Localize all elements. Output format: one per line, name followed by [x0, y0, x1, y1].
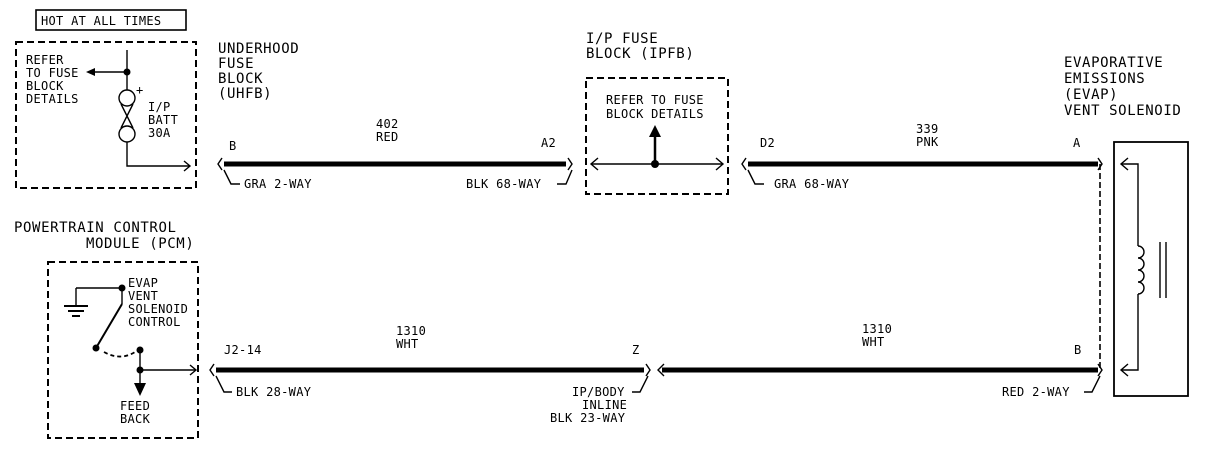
fuse-label-1: I/P — [148, 100, 171, 114]
pin-evap-bottom: B — [1074, 343, 1082, 357]
evap-title-4: VENT SOLENOID — [1064, 103, 1181, 119]
connector-pcm-terminal — [209, 363, 215, 377]
connector-ipfb-right-terminal — [741, 157, 747, 171]
ipfb-title-1: I/P FUSE — [586, 31, 658, 47]
ipfb-box — [585, 77, 729, 195]
ipfb-refer-line-1: REFER TO FUSE — [606, 93, 704, 107]
connector-ipfb-right-label: GRA 68-WAY — [774, 177, 850, 191]
wire-339-circuit: 339 — [916, 122, 939, 136]
hot-at-all-times-label: HOT AT ALL TIMES — [41, 14, 161, 28]
wire-1310-right-circuit: 1310 — [862, 322, 892, 336]
pin-evap-top: A — [1073, 136, 1081, 150]
evap-input-arrow-bottom — [1119, 363, 1129, 377]
uhfb-title-2: FUSE — [218, 56, 254, 72]
connector-uhfb-right-leader — [557, 169, 573, 185]
connector-uhfb-left-terminal — [217, 157, 223, 171]
fuse-refer-line-4: DETAILS — [26, 92, 79, 106]
pin-inline: Z — [632, 343, 640, 357]
connector-uhfb-left-leader — [223, 169, 240, 185]
hot-at-all-times-box — [35, 9, 187, 31]
fuse-refer-arrow — [86, 68, 95, 76]
uhfb-title-4: (UHFB) — [218, 86, 272, 102]
pcm-switch-link — [103, 349, 139, 358]
battery-fuse-box — [15, 41, 197, 189]
fuse-terminal-bottom — [118, 125, 136, 143]
wire-402-color: RED — [376, 130, 399, 144]
connector-inline-left-terminal — [645, 363, 651, 377]
ipfb-splice-dot — [651, 160, 659, 168]
connector-evap-bottom-terminal — [1097, 363, 1103, 377]
connector-inline-leader — [632, 375, 649, 393]
pcm-control-3: SOLENOID — [128, 302, 188, 316]
pcm-output-arrow — [189, 364, 198, 376]
connector-uhfb-right-terminal — [567, 157, 573, 171]
ipfb-refer-arrow — [649, 125, 661, 137]
pcm-feedback-arrow — [134, 383, 146, 396]
pin-ipfb-right: D2 — [760, 136, 775, 150]
wire-402-circuit: 402 — [376, 117, 399, 131]
pcm-box — [47, 261, 199, 439]
evap-solenoid-box — [1113, 141, 1189, 397]
wire-1310-left-color: WHT — [396, 337, 419, 351]
uhfb-title-1: UNDERHOOD — [218, 41, 299, 57]
ipfb-bus-right-arrow — [715, 157, 725, 171]
wire-1310-left-circuit: 1310 — [396, 324, 426, 338]
fuse-output-lead — [126, 142, 190, 167]
ground-icon — [64, 305, 88, 317]
pin-uhfb-left: B — [229, 139, 237, 153]
fuse-plus-sign: + — [136, 83, 144, 97]
connector-uhfb-left-label: GRA 2-WAY — [244, 177, 312, 191]
pcm-feedback-2: BACK — [120, 412, 151, 426]
fuse-refer-line-3: BLOCK — [26, 79, 64, 93]
fuse-refer-line-1: REFER — [26, 53, 64, 67]
ipfb-bus-left-arrow — [589, 157, 599, 171]
evap-lead-top — [1121, 163, 1139, 246]
uhfb-title-3: BLOCK — [218, 71, 263, 87]
fuse-refer-line-2: TO FUSE — [26, 66, 79, 80]
connector-ipfb-right-leader — [747, 169, 764, 185]
connector-inline-label-2: INLINE — [582, 398, 627, 412]
pin-pcm: J2-14 — [224, 343, 262, 357]
pcm-switch-pivot — [92, 344, 100, 352]
connector-evap-label: RED 2-WAY — [1002, 385, 1070, 399]
pcm-switch-arm — [95, 303, 123, 349]
connector-evap-leader — [1084, 375, 1101, 393]
fuse-terminal-top — [118, 89, 136, 107]
fuse-output-arrow — [183, 160, 192, 172]
pin-uhfb-right: A2 — [541, 136, 556, 150]
pcm-control-2: VENT — [128, 289, 158, 303]
pcm-title-2: MODULE (PCM) — [86, 236, 194, 252]
connector-inline-label-1: IP/BODY — [572, 385, 625, 399]
pcm-feedback-1: FEED — [120, 399, 150, 413]
connector-pcm-leader — [215, 375, 232, 393]
connector-inline-label-3: BLK 23-WAY — [550, 411, 626, 425]
fuse-label-3: 30A — [148, 126, 171, 140]
pcm-control-1: EVAP — [128, 276, 158, 290]
fuse-splice-dot — [123, 68, 131, 76]
ipfb-refer-line-2: BLOCK DETAILS — [606, 107, 704, 121]
connector-pcm-label: BLK 28-WAY — [236, 385, 312, 399]
pcm-control-4: CONTROL — [128, 315, 181, 329]
evap-title-1: EVAPORATIVE — [1064, 55, 1163, 71]
connector-inline-right-terminal — [657, 363, 665, 377]
solenoid-coil-icon — [1137, 245, 1145, 295]
fuse-element-icon — [120, 103, 134, 129]
pcm-title-1: POWERTRAIN CONTROL — [14, 220, 177, 236]
fuse-label-2: BATT — [148, 113, 178, 127]
wire-339-color: PNK — [916, 135, 939, 149]
ipfb-title-2: BLOCK (IPFB) — [586, 46, 694, 62]
connector-uhfb-right-label: BLK 68-WAY — [466, 177, 542, 191]
evap-title-3: (EVAP) — [1064, 87, 1118, 103]
wire-1310-right-color: WHT — [862, 335, 885, 349]
evap-title-2: EMISSIONS — [1064, 71, 1145, 87]
evap-lead-bottom — [1121, 294, 1139, 371]
